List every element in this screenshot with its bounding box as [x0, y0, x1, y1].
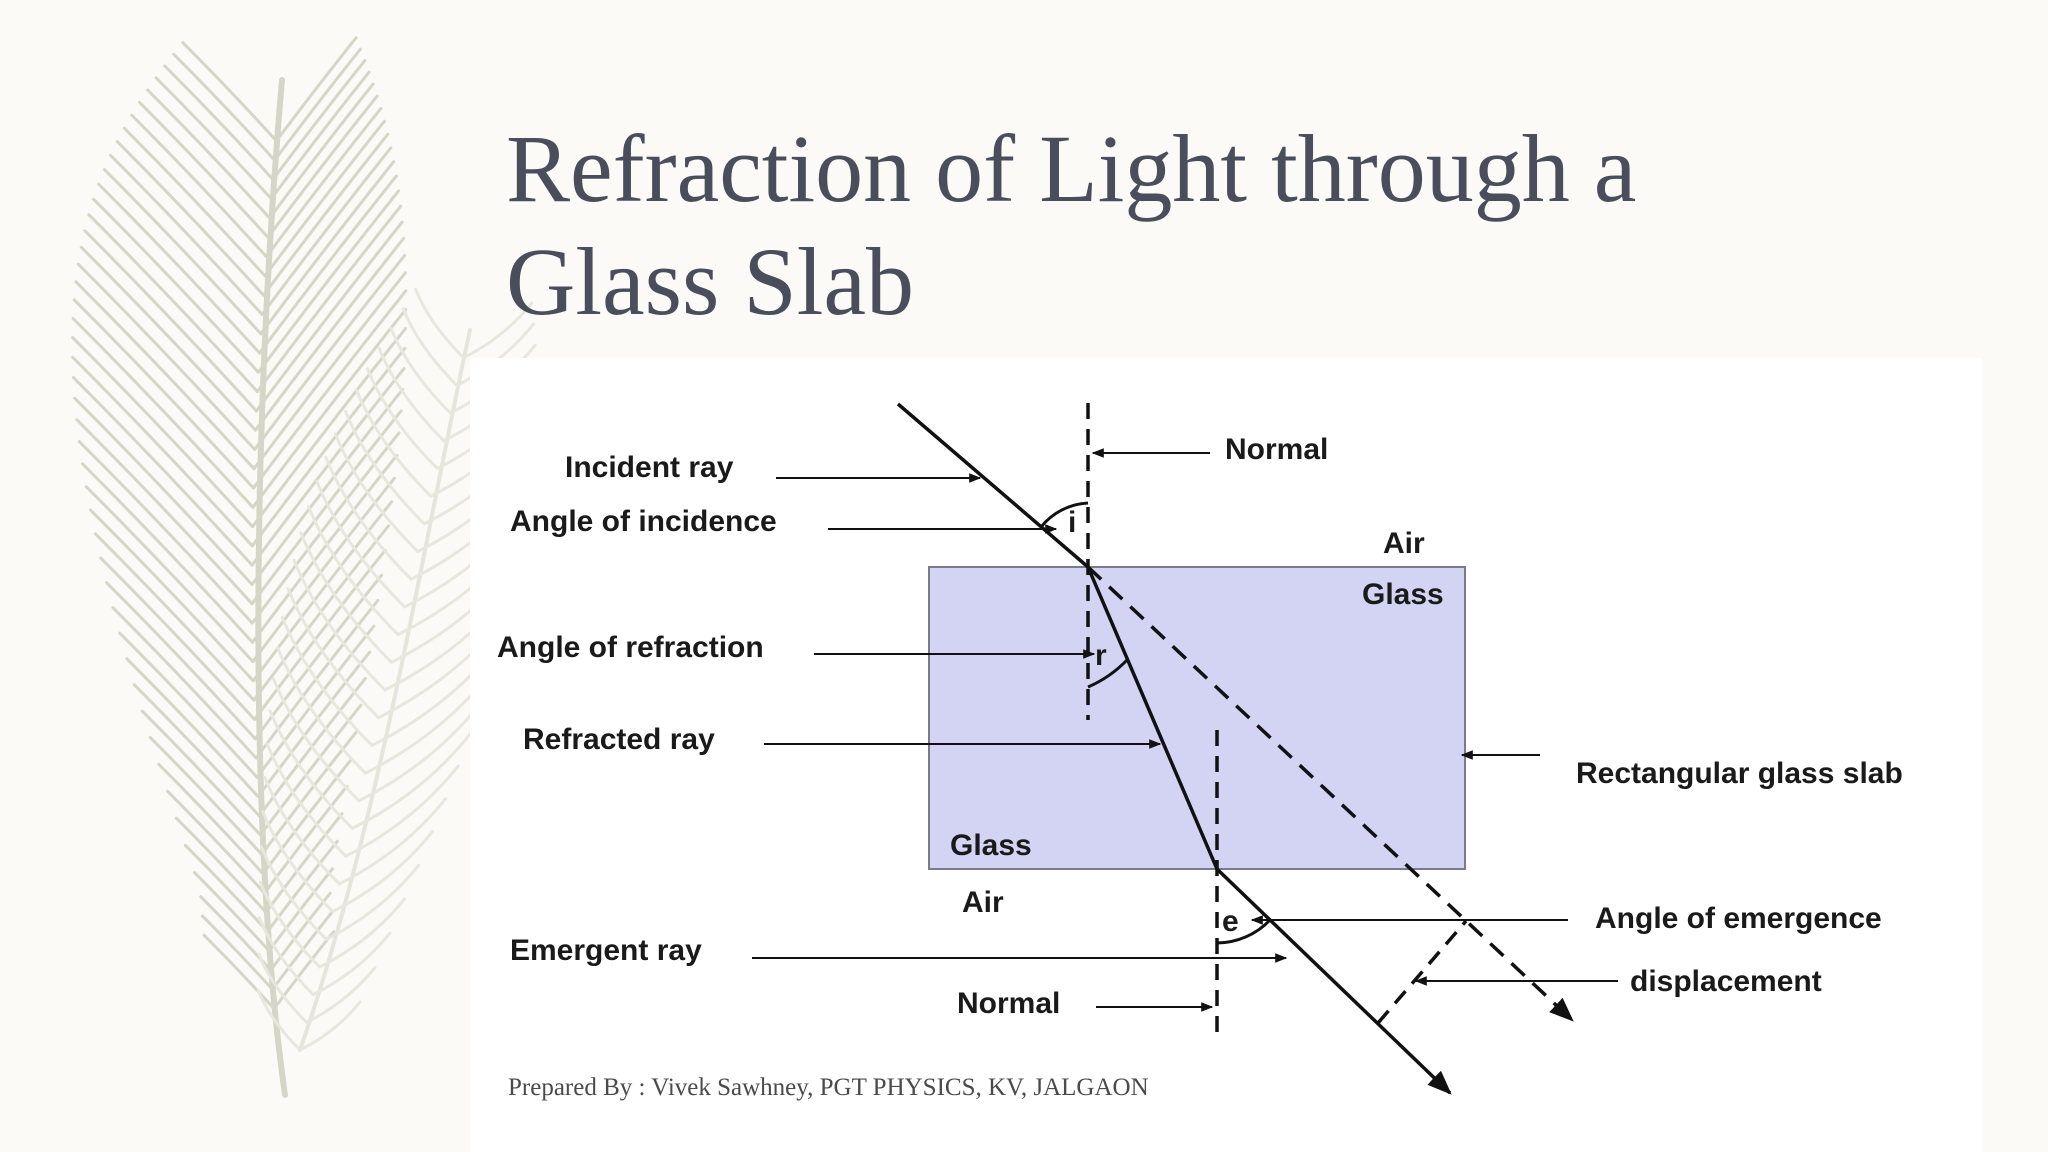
label-angle-of-incidence: Angle of incidence	[510, 505, 777, 538]
label-rectangular-glass-slab: Rectangular glass slab	[1576, 757, 1903, 790]
incident-ray	[896, 402, 1090, 569]
label-normal-top: Normal	[1225, 433, 1328, 466]
angle-r-arc	[1087, 658, 1129, 689]
title-line-1: Refraction of Light through a	[506, 115, 1637, 222]
label-angle-i: i	[1068, 506, 1076, 539]
footer-credit: Prepared By : Vivek Sawhney, PGT PHYSICS…	[508, 1074, 1149, 1101]
angle-e-arc	[1216, 918, 1272, 945]
label-incident-ray: Incident ray	[565, 451, 734, 484]
displacement-line	[1376, 919, 1468, 1025]
label-normal-bottom: Normal	[957, 987, 1060, 1020]
label-glass-top: Glass	[1362, 578, 1444, 611]
angle-i-arc	[1039, 501, 1089, 528]
label-glass-bottom: Glass	[950, 829, 1032, 862]
feather-shaft-back	[298, 328, 472, 1052]
label-air-bottom: Air	[962, 886, 1004, 919]
refracted-ray	[1086, 566, 1219, 870]
feather-barbs	[71, 36, 408, 1011]
title-line-2: Glass Slab	[506, 228, 914, 335]
label-angle-r: r	[1095, 639, 1107, 672]
label-emergent-ray: Emergent ray	[510, 934, 702, 967]
label-angle-of-refraction: Angle of refraction	[497, 631, 764, 664]
emergent-ray	[1215, 867, 1452, 1095]
incident-ray-extension	[1086, 565, 1574, 1022]
label-angle-e: e	[1222, 905, 1239, 938]
label-refracted-ray: Refracted ray	[523, 723, 715, 756]
slide-title: Refraction of Light through a Glass Slab	[506, 112, 1926, 338]
label-angle-of-emergence: Angle of emergence	[1595, 902, 1882, 935]
label-displacement: displacement	[1630, 965, 1822, 998]
label-air-top: Air	[1383, 527, 1425, 560]
